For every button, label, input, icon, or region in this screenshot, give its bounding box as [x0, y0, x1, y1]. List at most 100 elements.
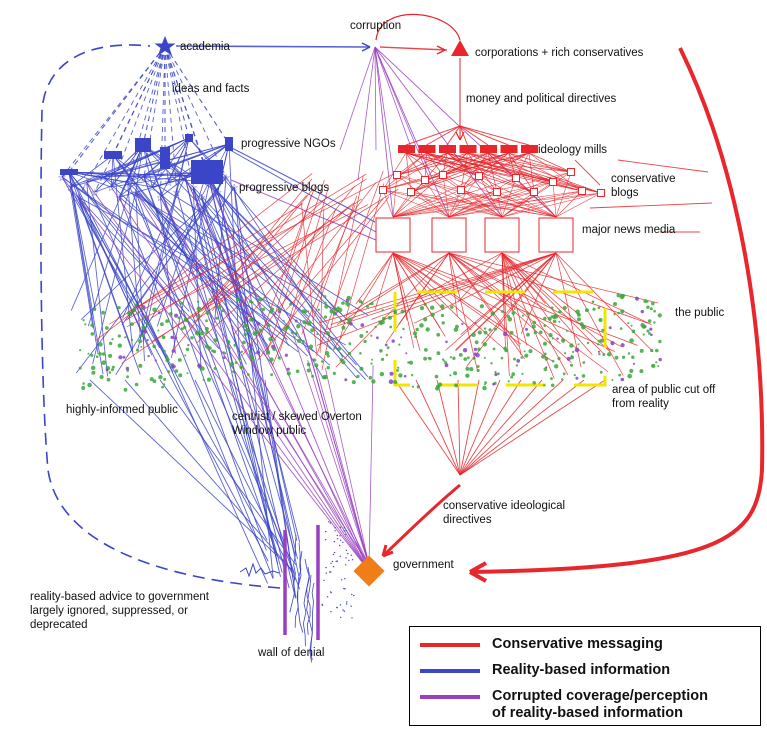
- reality-to-wall-line: [69, 186, 269, 562]
- public-person: [194, 330, 200, 336]
- public-person: [259, 328, 263, 333]
- public-person: [90, 332, 95, 336]
- public-person: [341, 360, 346, 365]
- public-person: [630, 324, 633, 327]
- public-person: [111, 365, 115, 369]
- public-person: [251, 301, 254, 304]
- public-person: [283, 326, 288, 331]
- corrupted-coverage-line: [291, 330, 370, 566]
- denial-speckle: [347, 552, 349, 555]
- conservative-to-public-line: [257, 196, 390, 361]
- progressive-ngo: [185, 134, 193, 142]
- public-person: [126, 375, 129, 379]
- denial-speckle: [343, 530, 345, 532]
- public-person: [320, 360, 324, 363]
- public-person: [586, 341, 590, 345]
- news-to-public-line: [330, 252, 557, 325]
- public-person: [597, 306, 601, 310]
- denial-speckle: [336, 538, 339, 540]
- public-person: [497, 372, 500, 376]
- label-conservative-blogs: conservative blogs: [611, 173, 676, 199]
- public-person: [403, 374, 407, 378]
- public-person: [324, 351, 330, 356]
- public-person: [453, 371, 458, 376]
- public-person: [174, 336, 178, 340]
- progressive-to-public-line: [115, 186, 235, 376]
- public-person: [117, 343, 123, 348]
- public-person: [473, 352, 477, 356]
- corruption-fan-line: [374, 46, 413, 151]
- academia-dashed-line: [110, 45, 166, 188]
- public-person: [388, 379, 394, 385]
- public-person: [333, 347, 336, 350]
- legend: Conservative messaging Reality-based inf…: [409, 626, 761, 726]
- money-fan-line: [459, 125, 530, 146]
- public-person: [221, 309, 225, 313]
- public-person: [359, 352, 362, 355]
- public-person: [282, 319, 285, 322]
- ideology-mill: [439, 145, 456, 153]
- public-person: [134, 382, 139, 387]
- corruption-fan-line: [374, 46, 450, 218]
- denial-speckle: [342, 609, 344, 611]
- progressive-to-public-line: [68, 171, 174, 372]
- progressive-to-public-line: [119, 196, 288, 340]
- label-major-news-media: major news media: [582, 224, 676, 236]
- public-person: [295, 332, 298, 335]
- public-person: [393, 309, 397, 313]
- corruption-loop-path: [375, 13, 461, 41]
- progressive-blog-star: ☆: [131, 188, 140, 199]
- corruption-fan-line: [374, 46, 395, 181]
- public-person: [500, 356, 504, 360]
- news-to-public-line: [392, 252, 506, 314]
- public-person: [597, 339, 601, 343]
- public-person: [414, 335, 418, 339]
- academia-dashed-line: [142, 45, 166, 146]
- mill-to-blog-line: [508, 152, 583, 192]
- public-person: [111, 338, 114, 341]
- wall-crack: [302, 566, 310, 647]
- denial-speckle: [330, 562, 332, 564]
- public-person: [492, 382, 495, 386]
- public-person: [284, 353, 288, 357]
- blog-to-news-line: [392, 179, 426, 218]
- academia-dashed-line: [164, 45, 230, 145]
- public-person: [563, 352, 567, 355]
- reality-to-wall-line: [209, 181, 301, 543]
- public-person: [98, 342, 103, 347]
- public-person: [306, 362, 311, 367]
- conservative-to-public-line: [321, 176, 364, 370]
- public-person: [509, 330, 514, 335]
- news-to-public-line: [385, 252, 450, 343]
- news-to-public-line: [318, 252, 557, 324]
- progressive-to-public-line: [217, 191, 358, 330]
- wall-crack: [289, 534, 297, 613]
- public-person: [581, 374, 586, 378]
- mill-to-blog-line: [460, 152, 489, 191]
- blog-to-news-line: [396, 174, 450, 218]
- denial-speckle: [333, 540, 336, 543]
- public-person: [405, 352, 408, 355]
- public-person: [117, 306, 121, 310]
- mill-to-blog-line: [515, 152, 530, 179]
- public-person: [348, 351, 352, 356]
- public-person: [277, 307, 281, 311]
- corrupted-coverage-line: [86, 181, 370, 572]
- blog-to-news-line: [392, 181, 554, 218]
- public-person: [125, 366, 130, 371]
- ideology-mill: [500, 145, 518, 153]
- public-person: [152, 379, 157, 384]
- denial-speckle: [350, 605, 352, 607]
- mill-to-blog-line: [426, 152, 498, 193]
- public-person: [222, 356, 226, 359]
- public-person: [516, 359, 521, 363]
- public-person: [543, 316, 547, 321]
- corrupted-coverage-line: [209, 181, 370, 572]
- blog-to-news-line: [448, 192, 602, 218]
- directives-arrow-path: [381, 483, 461, 558]
- wall-crack: [297, 550, 304, 633]
- legend-swatch-purple: [420, 695, 480, 699]
- public-person: [101, 360, 107, 366]
- reality-to-wall-line: [209, 181, 298, 560]
- money-fan-line: [459, 125, 468, 146]
